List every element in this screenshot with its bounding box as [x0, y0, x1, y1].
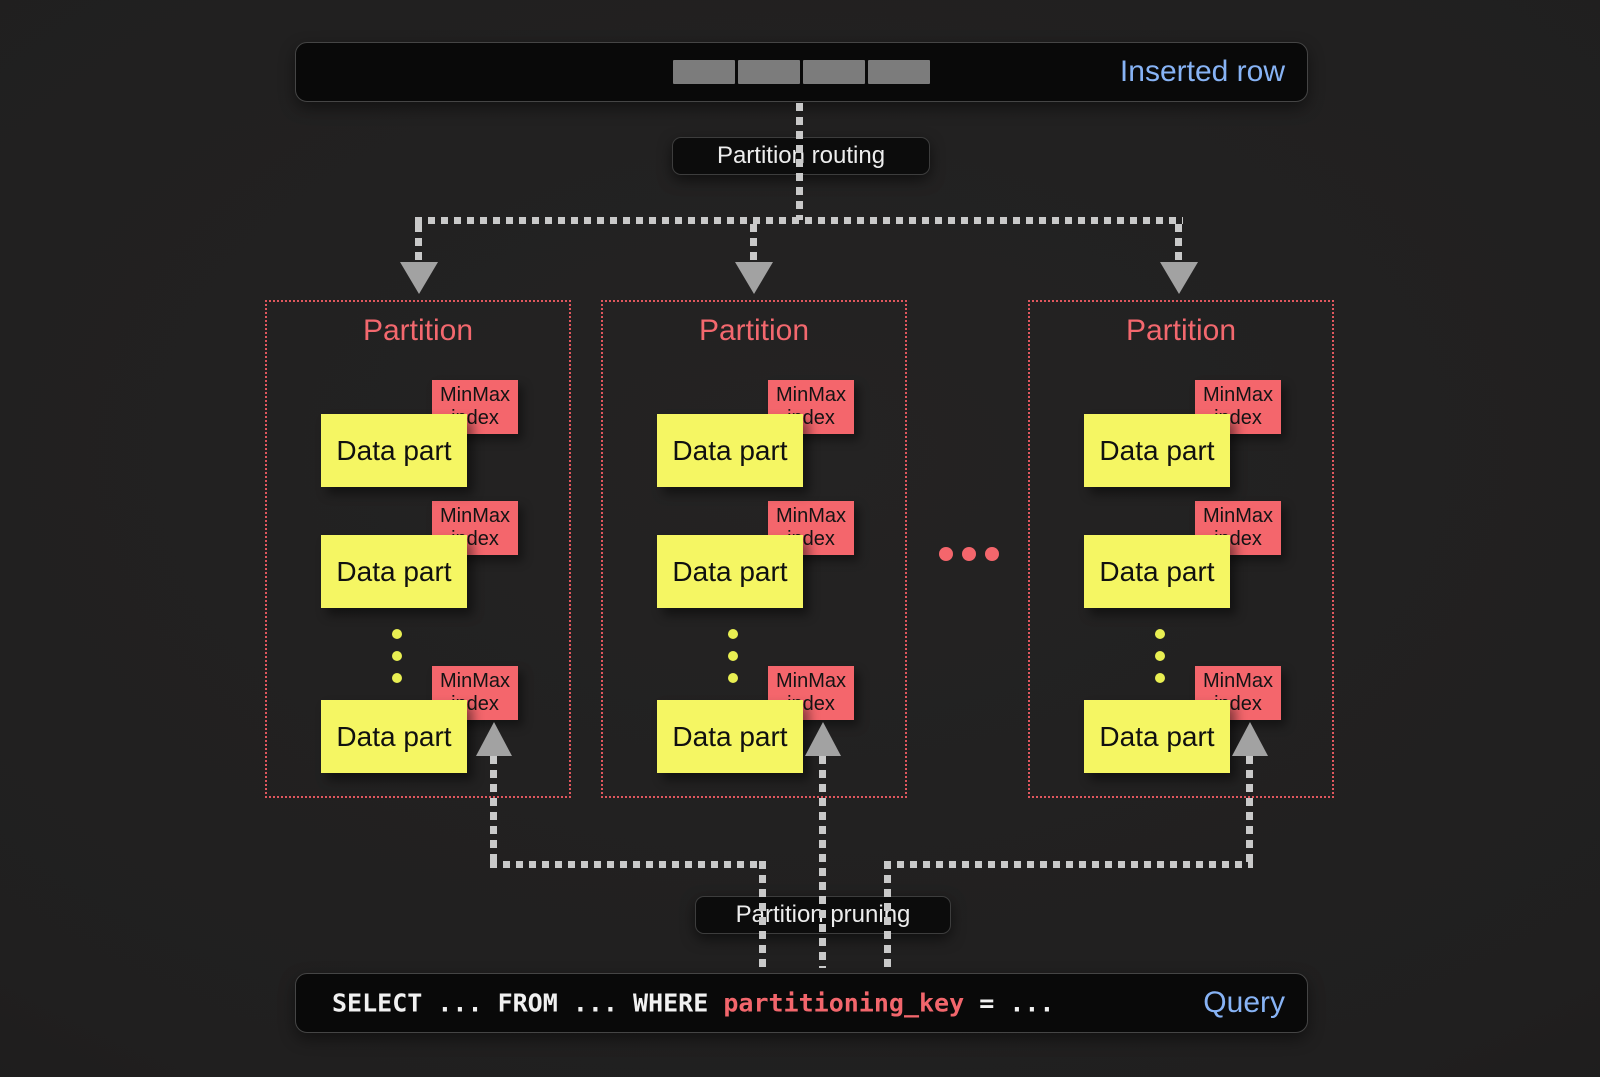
arrow-up-icon	[476, 722, 512, 756]
pruning-line-right-horizontal	[884, 861, 1253, 868]
partition-box-2: Partition MinMax index Data part MinMax …	[601, 300, 907, 798]
dot	[392, 673, 402, 683]
data-part-box: Data part	[321, 700, 467, 773]
data-part-box: Data part	[321, 535, 467, 608]
arrow-down-icon	[1160, 262, 1198, 294]
dot	[728, 629, 738, 639]
more-parts-dots	[392, 629, 402, 683]
data-part-box: Data part	[657, 414, 803, 487]
inserted-row-label: Inserted row	[1119, 55, 1285, 88]
arrow-up-icon	[1232, 722, 1268, 756]
query-sql-text: SELECT ... FROM ... WHERE partitioning_k…	[332, 989, 1054, 1018]
minmax-index-badge: MinMax index	[432, 666, 518, 720]
arrow-down-icon	[735, 262, 773, 294]
query-text-before: SELECT ... FROM ... WHERE	[332, 988, 724, 1018]
dot	[962, 547, 976, 561]
more-parts-dots	[728, 629, 738, 683]
row-segment	[738, 60, 800, 84]
partition-title: Partition	[362, 314, 474, 347]
dot	[1155, 629, 1165, 639]
minmax-index-badge: MinMax index	[1195, 380, 1281, 434]
data-part-box: Data part	[657, 700, 803, 773]
pruning-line-left-tail	[490, 756, 497, 867]
data-part-box: Data part	[1084, 535, 1230, 608]
inserted-row-bar: Inserted row	[295, 42, 1308, 102]
branch-line-middle	[750, 224, 757, 262]
data-part-box: Data part	[1084, 700, 1230, 773]
dot	[392, 651, 402, 661]
routing-feed-line	[796, 103, 803, 220]
branch-line-right	[1175, 224, 1182, 262]
partition-box-3: Partition MinMax index Data part MinMax …	[1028, 300, 1334, 798]
data-part-box: Data part	[1084, 414, 1230, 487]
partition-box-1: Partition MinMax index Data part MinMax …	[265, 300, 571, 798]
arrow-down-icon	[400, 262, 438, 294]
dot	[1155, 673, 1165, 683]
query-bar: SELECT ... FROM ... WHERE partitioning_k…	[295, 973, 1308, 1033]
row-segments	[673, 60, 930, 84]
query-text-after: = ...	[964, 988, 1055, 1018]
data-part-box: Data part	[321, 414, 467, 487]
dot	[728, 673, 738, 683]
pruning-line-middle	[819, 756, 826, 968]
pruning-line-left-horizontal	[490, 861, 766, 868]
dot	[728, 651, 738, 661]
dot	[1155, 651, 1165, 661]
more-partitions-dots	[939, 547, 999, 561]
partition-title: Partition	[1125, 314, 1237, 347]
branch-line-left	[415, 224, 422, 262]
dot	[939, 547, 953, 561]
query-label: Query	[1203, 986, 1285, 1019]
dot	[392, 629, 402, 639]
query-partitioning-key: partitioning_key	[723, 988, 965, 1018]
partition-title: Partition	[698, 314, 810, 347]
row-segment	[673, 60, 735, 84]
pruning-line-right-tail	[1246, 756, 1253, 867]
dot	[985, 547, 999, 561]
arrow-up-icon	[805, 722, 841, 756]
distribution-line	[415, 217, 1183, 224]
data-part-box: Data part	[657, 535, 803, 608]
pruning-line-right-drop	[884, 861, 891, 968]
row-segment	[803, 60, 865, 84]
row-segment	[868, 60, 930, 84]
minmax-index-badge: MinMax index	[1195, 666, 1281, 720]
pruning-line-left-drop	[759, 861, 766, 968]
more-parts-dots	[1155, 629, 1165, 683]
